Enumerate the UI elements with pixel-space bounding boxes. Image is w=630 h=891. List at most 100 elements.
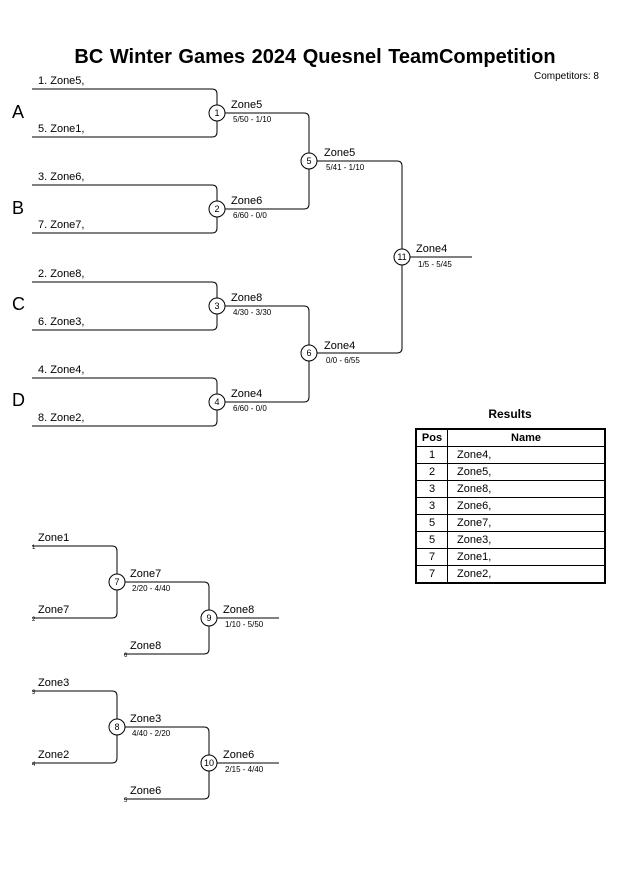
match-9-score: 1/10 - 5/50 bbox=[225, 620, 264, 629]
results-pos: 1 bbox=[415, 446, 448, 464]
entry-8: 8. Zone2, bbox=[38, 412, 85, 424]
match-8-score: 4/40 - 2/20 bbox=[132, 729, 171, 738]
results-pos: 5 bbox=[415, 531, 448, 549]
match-circle-3 bbox=[208, 297, 226, 315]
match-number-4: 4 bbox=[214, 397, 219, 407]
match-5-winner: Zone5 bbox=[324, 147, 356, 159]
entry-6: 6. Zone3, bbox=[38, 316, 85, 328]
repechage-seed-3: 6 bbox=[124, 653, 128, 659]
match-2-score: 6/60 - 0/0 bbox=[233, 211, 267, 220]
match-7-winner: Zone7 bbox=[130, 568, 162, 580]
match-6-score: 0/0 - 6/55 bbox=[326, 356, 360, 365]
results-pos: 3 bbox=[415, 480, 448, 498]
results-name: Zone6, bbox=[447, 497, 606, 515]
match-circle-9 bbox=[200, 609, 218, 627]
match-11-score: 1/5 - 5/45 bbox=[418, 260, 452, 269]
match-4-winner: Zone4 bbox=[231, 388, 263, 400]
repechage-entry-2: Zone7 bbox=[38, 604, 70, 616]
match-10-winner: Zone6 bbox=[223, 749, 255, 761]
competitor-count: Competitors: 8 bbox=[533, 71, 599, 82]
repechage-seed-5: 4 bbox=[32, 762, 36, 768]
match-number-7: 7 bbox=[114, 577, 119, 587]
match-2-winner: Zone6 bbox=[231, 195, 263, 207]
entry-7: 4. Zone4, bbox=[38, 364, 85, 376]
match-number-6: 6 bbox=[306, 348, 311, 358]
match-1-winner: Zone5 bbox=[231, 99, 263, 111]
match-number-9: 9 bbox=[206, 613, 211, 623]
entry-1: 1. Zone5, bbox=[38, 75, 85, 87]
bracket-line-match-11 bbox=[309, 160, 403, 354]
repechage-entry-5: Zone2 bbox=[38, 749, 70, 761]
match-number-2: 2 bbox=[214, 204, 219, 214]
match-9-winner: Zone8 bbox=[223, 604, 255, 616]
repechage-entry-3: Zone8 bbox=[130, 640, 162, 652]
match-circle-6 bbox=[300, 344, 318, 362]
results-name: Zone7, bbox=[447, 514, 606, 532]
results-name: Zone3, bbox=[447, 531, 606, 549]
results-header-pos: Pos bbox=[415, 428, 448, 447]
results-title: Results bbox=[488, 407, 532, 421]
match-1-score: 5/50 - 1/10 bbox=[233, 115, 272, 124]
results-name: Zone8, bbox=[447, 480, 606, 498]
match-4-score: 6/60 - 0/0 bbox=[233, 404, 267, 413]
match-circle-7 bbox=[108, 573, 126, 591]
match-circle-2 bbox=[208, 200, 226, 218]
repechage-seed-6: 5 bbox=[124, 798, 128, 804]
match-7-score: 2/20 - 4/40 bbox=[132, 584, 171, 593]
results-name: Zone5, bbox=[447, 463, 606, 481]
results-header-row: Pos Name bbox=[415, 428, 606, 447]
repechage-entry-1: Zone1 bbox=[38, 532, 70, 544]
match-number-10: 10 bbox=[204, 758, 214, 768]
results-pos: 3 bbox=[415, 497, 448, 515]
match-circle-4 bbox=[208, 393, 226, 411]
match-number-8: 8 bbox=[114, 722, 119, 732]
match-11-winner: Zone4 bbox=[416, 243, 448, 255]
match-number-5: 5 bbox=[306, 156, 311, 166]
match-3-score: 4/30 - 3/30 bbox=[233, 308, 272, 317]
results-name: Zone1, bbox=[447, 548, 606, 566]
match-number-3: 3 bbox=[214, 301, 219, 311]
match-number-1: 1 bbox=[214, 108, 219, 118]
match-6-winner: Zone4 bbox=[324, 340, 356, 352]
pool-label-b: B bbox=[12, 198, 25, 218]
repechage-seed-1: 1 bbox=[32, 545, 36, 551]
page-title: BC Winter Games 2024 Quesnel TeamCompeti… bbox=[74, 46, 556, 68]
results-name: Zone4, bbox=[447, 446, 606, 464]
match-circle-5 bbox=[300, 152, 318, 170]
entry-4: 7. Zone7, bbox=[38, 219, 85, 231]
match-circle-10 bbox=[200, 754, 218, 772]
match-8-winner: Zone3 bbox=[130, 713, 162, 725]
repechage-seed-2: 2 bbox=[32, 617, 36, 623]
match-circle-8 bbox=[108, 718, 126, 736]
match-circle-1 bbox=[208, 104, 226, 122]
results-name: Zone2, bbox=[447, 565, 606, 584]
pool-label-a: A bbox=[12, 102, 25, 122]
results-pos: 7 bbox=[415, 548, 448, 566]
match-10-score: 2/15 - 4/40 bbox=[225, 765, 264, 774]
entry-5: 2. Zone8, bbox=[38, 268, 85, 280]
repechage-seed-4: 3 bbox=[32, 690, 36, 696]
match-3-winner: Zone8 bbox=[231, 292, 263, 304]
match-number-11: 11 bbox=[397, 252, 406, 262]
pool-label-d: D bbox=[12, 390, 25, 410]
entry-3: 3. Zone6, bbox=[38, 171, 85, 183]
entry-2: 5. Zone1, bbox=[38, 123, 85, 135]
repechage-entry-6: Zone6 bbox=[130, 785, 162, 797]
repechage-entry-4: Zone3 bbox=[38, 677, 70, 689]
match-circle-11 bbox=[393, 248, 411, 266]
match-5-score: 5/41 - 1/10 bbox=[326, 163, 365, 172]
pool-label-c: C bbox=[12, 294, 25, 314]
results-pos: 7 bbox=[415, 565, 448, 584]
results-pos: 5 bbox=[415, 514, 448, 532]
